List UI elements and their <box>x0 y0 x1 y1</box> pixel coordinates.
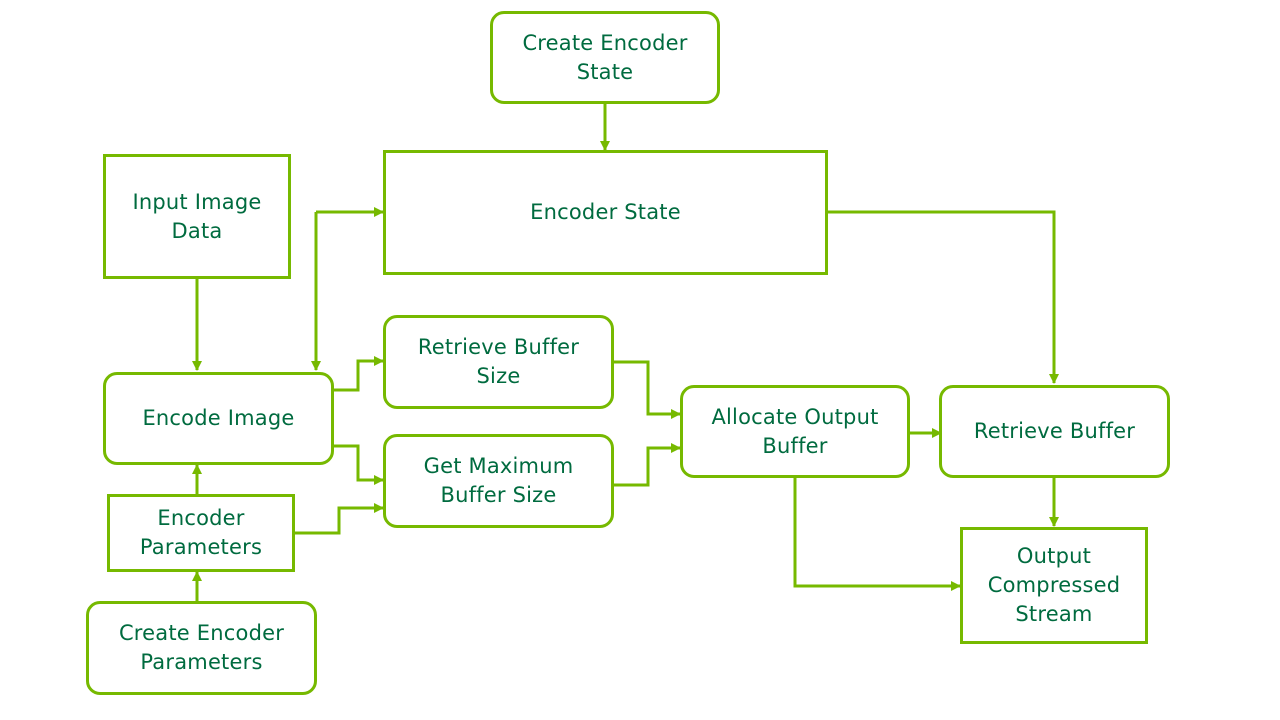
output-compressed-stream-box[interactable]: Output Compressed Stream <box>960 527 1148 644</box>
edge-encoder-params-to-get-max-buffer-size <box>294 503 384 535</box>
edge-encoder-state-to-retrieve-buffer <box>827 210 1059 384</box>
encoder-state-label: Encoder State <box>530 200 681 224</box>
retrieve-buffer-size-box[interactable]: Retrieve Buffer Size <box>383 315 614 409</box>
encoder-parameters-label: Encoder Parameters <box>139 506 263 559</box>
allocate-output-buffer-label: Allocate Output Buffer <box>711 404 879 458</box>
edge-allocate-to-output-stream <box>793 477 961 591</box>
get-maximum-buffer-size-box[interactable]: Get Maximum Buffer Size <box>383 434 614 528</box>
encoder-state-box[interactable]: Encoder State <box>383 150 828 275</box>
edge-encode-image-to-get-max-buffer-size <box>333 444 384 485</box>
allocate-output-buffer-box[interactable]: Allocate Output Buffer <box>680 385 910 478</box>
retrieve-buffer-size-label: Retrieve Buffer Size <box>417 335 580 388</box>
input-image-data-box[interactable]: Input Image Data <box>103 154 291 279</box>
create-encoder-parameters-box[interactable]: Create Encoder Parameters <box>86 601 317 695</box>
edge-get-max-size-to-allocate <box>613 443 681 487</box>
retrieve-buffer-box[interactable]: Retrieve Buffer <box>939 385 1170 478</box>
edge-retrieve-buffer-size-to-allocate <box>613 360 681 419</box>
create-encoder-parameters-label: Create Encoder Parameters <box>118 621 285 674</box>
create-encoder-state-label: Create Encoder State <box>522 30 688 84</box>
input-image-data-label: Input Image Data <box>132 189 262 243</box>
get-maximum-buffer-size-label: Get Maximum Buffer Size <box>423 454 574 507</box>
create-encoder-state-box[interactable]: Create Encoder State <box>490 11 720 104</box>
retrieve-buffer-label: Retrieve Buffer <box>973 419 1136 443</box>
encode-image-box[interactable]: Encode Image <box>103 372 334 465</box>
encode-image-label: Encode Image <box>142 406 295 430</box>
encoder-parameters-box[interactable]: Encoder Parameters <box>107 494 295 572</box>
output-compressed-stream-label: Output Compressed Stream <box>987 544 1121 626</box>
edge-encode-image-to-retrieve-buffer-size <box>333 356 384 392</box>
